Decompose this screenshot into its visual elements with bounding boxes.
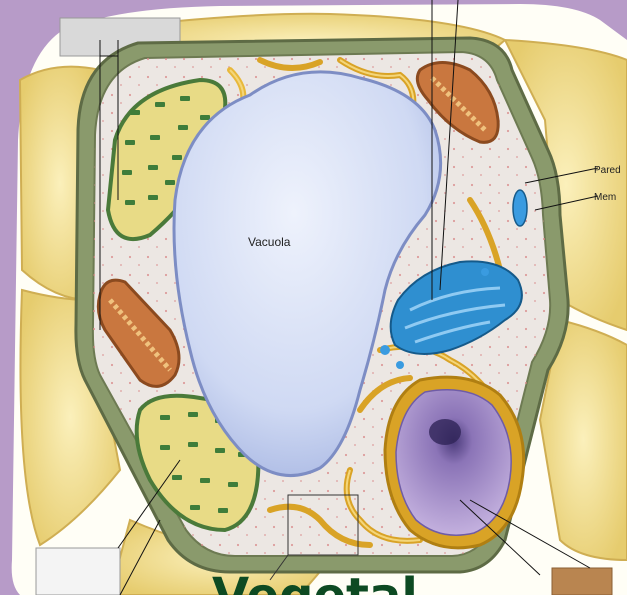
micrograph-inset-bottom-left [36,548,120,595]
micrograph-inset-bottom-right [552,568,612,595]
title-text: Vegetal [212,568,418,595]
nucleus [385,377,524,548]
vacuole-label: Vacuola [248,235,291,249]
membrane-label: Mem [594,192,616,203]
cell-wall-label: Pared [594,165,621,176]
